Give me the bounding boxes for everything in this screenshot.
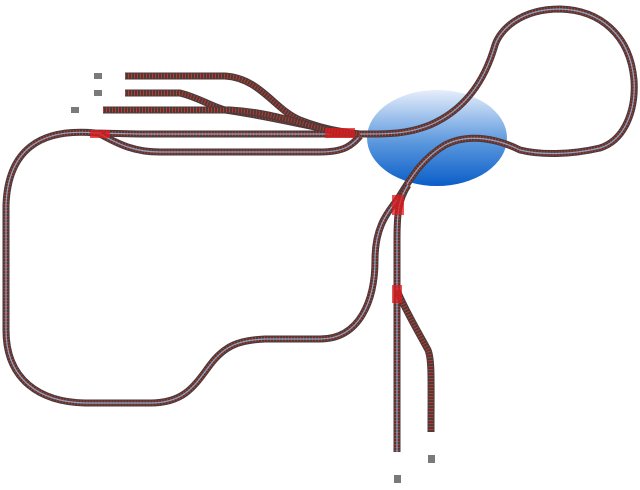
passing-track[interactable] <box>98 130 363 156</box>
branch-right[interactable] <box>393 288 435 433</box>
yard-siding-3[interactable] <box>103 106 341 137</box>
selected-track-ellipse[interactable] <box>367 90 507 186</box>
bumper-siding-1 <box>94 73 102 79</box>
branch-left[interactable] <box>393 183 411 452</box>
yard-siding-1[interactable] <box>125 72 361 138</box>
bumper-siding-2 <box>94 90 102 96</box>
main-loop[interactable] <box>2 5 638 407</box>
bumper-branch-right <box>428 455 435 463</box>
turnout-cluster[interactable] <box>90 128 404 303</box>
bumper-siding-3 <box>71 107 79 113</box>
bumper-branch-left <box>394 475 401 483</box>
